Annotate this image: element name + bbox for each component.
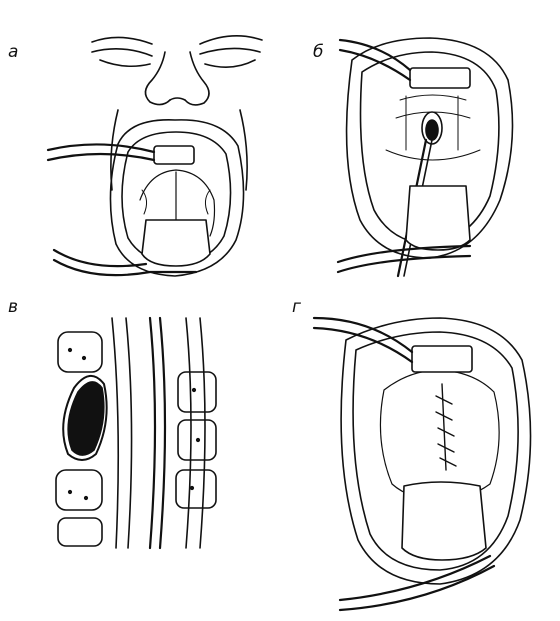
- panel-a-drawing: [46, 35, 263, 277]
- panel-label-g: г: [292, 297, 301, 317]
- panel-label-v: в: [8, 297, 19, 317]
- panel-label-b: б: [313, 42, 324, 62]
- panel-label-a: а: [8, 42, 19, 62]
- panel-v-drawing: [55, 316, 217, 550]
- panel-b-drawing: [336, 37, 514, 278]
- panel-g-drawing: [312, 316, 532, 612]
